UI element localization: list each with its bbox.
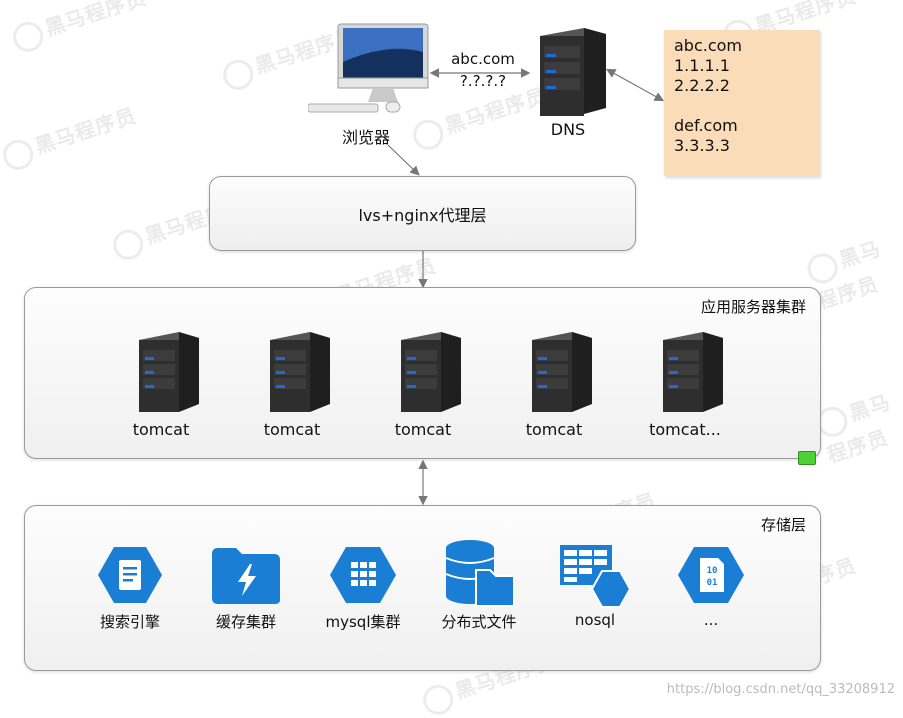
distributed-file-icon [444, 538, 516, 612]
dns-server-icon [532, 28, 608, 118]
storage-label-dfs: 分布式文件 [441, 613, 517, 631]
server-icon [526, 332, 592, 412]
dns-record: 3.3.3.3 [674, 136, 730, 155]
dns-record: def.com [674, 116, 738, 135]
dns-query-ip: ?.?.?.? [459, 72, 507, 90]
storage-label-search: 搜索引擎 [99, 613, 160, 631]
server-label: tomcat [132, 420, 190, 439]
dns-records-note: abc.com 1.1.1.1 2.2.2.2 def.com 3.3.3.3 [664, 30, 820, 176]
source-url: https://blog.csdn.net/qq_33208912 [666, 682, 895, 697]
storage-label-more: ... [703, 611, 719, 629]
dns-record [674, 96, 810, 116]
storage-label-cache: 缓存集群 [215, 613, 276, 631]
dns-label: DNS [550, 120, 586, 139]
proxy-layer-box: lvs+nginx代理层 [209, 176, 636, 251]
browser-proxy-arrow [387, 144, 420, 176]
dns-query-domain: abc.com [451, 50, 515, 68]
dns-records-arrow [605, 68, 665, 102]
binary-file-icon: 10 01 [678, 545, 744, 609]
server-label: tomcat [525, 420, 583, 439]
imac-icon [307, 23, 429, 113]
storage-title: 存储层 [760, 516, 806, 534]
storage-label-nosql: nosql [574, 611, 616, 629]
server-label: tomcat [263, 420, 321, 439]
browser-label: 浏览器 [341, 128, 390, 147]
svg-text:01: 01 [707, 578, 718, 588]
server-icon [133, 332, 199, 412]
mysql-grid-icon [330, 545, 396, 609]
cache-folder-icon [212, 548, 280, 608]
server-icon [264, 332, 330, 412]
storage-label-mysql: mysql集群 [325, 613, 401, 631]
dns-record: 2.2.2.2 [674, 76, 730, 95]
svg-text:10: 10 [707, 566, 718, 576]
search-engine-icon [98, 545, 162, 609]
resize-handle[interactable] [798, 451, 816, 465]
browser-computer [307, 22, 432, 126]
dns-record: 1.1.1.1 [674, 56, 730, 75]
connector-lines [387, 68, 665, 506]
server-label: tomcat... [649, 420, 721, 439]
proxy-layer-label: lvs+nginx代理层 [358, 205, 487, 225]
dns-record: abc.com [674, 36, 743, 55]
nosql-table-icon [560, 545, 632, 613]
server-label: tomcat [394, 420, 452, 439]
app-cluster-title: 应用服务器集群 [700, 298, 806, 316]
server-icon [657, 332, 723, 412]
server-icon [395, 332, 461, 412]
